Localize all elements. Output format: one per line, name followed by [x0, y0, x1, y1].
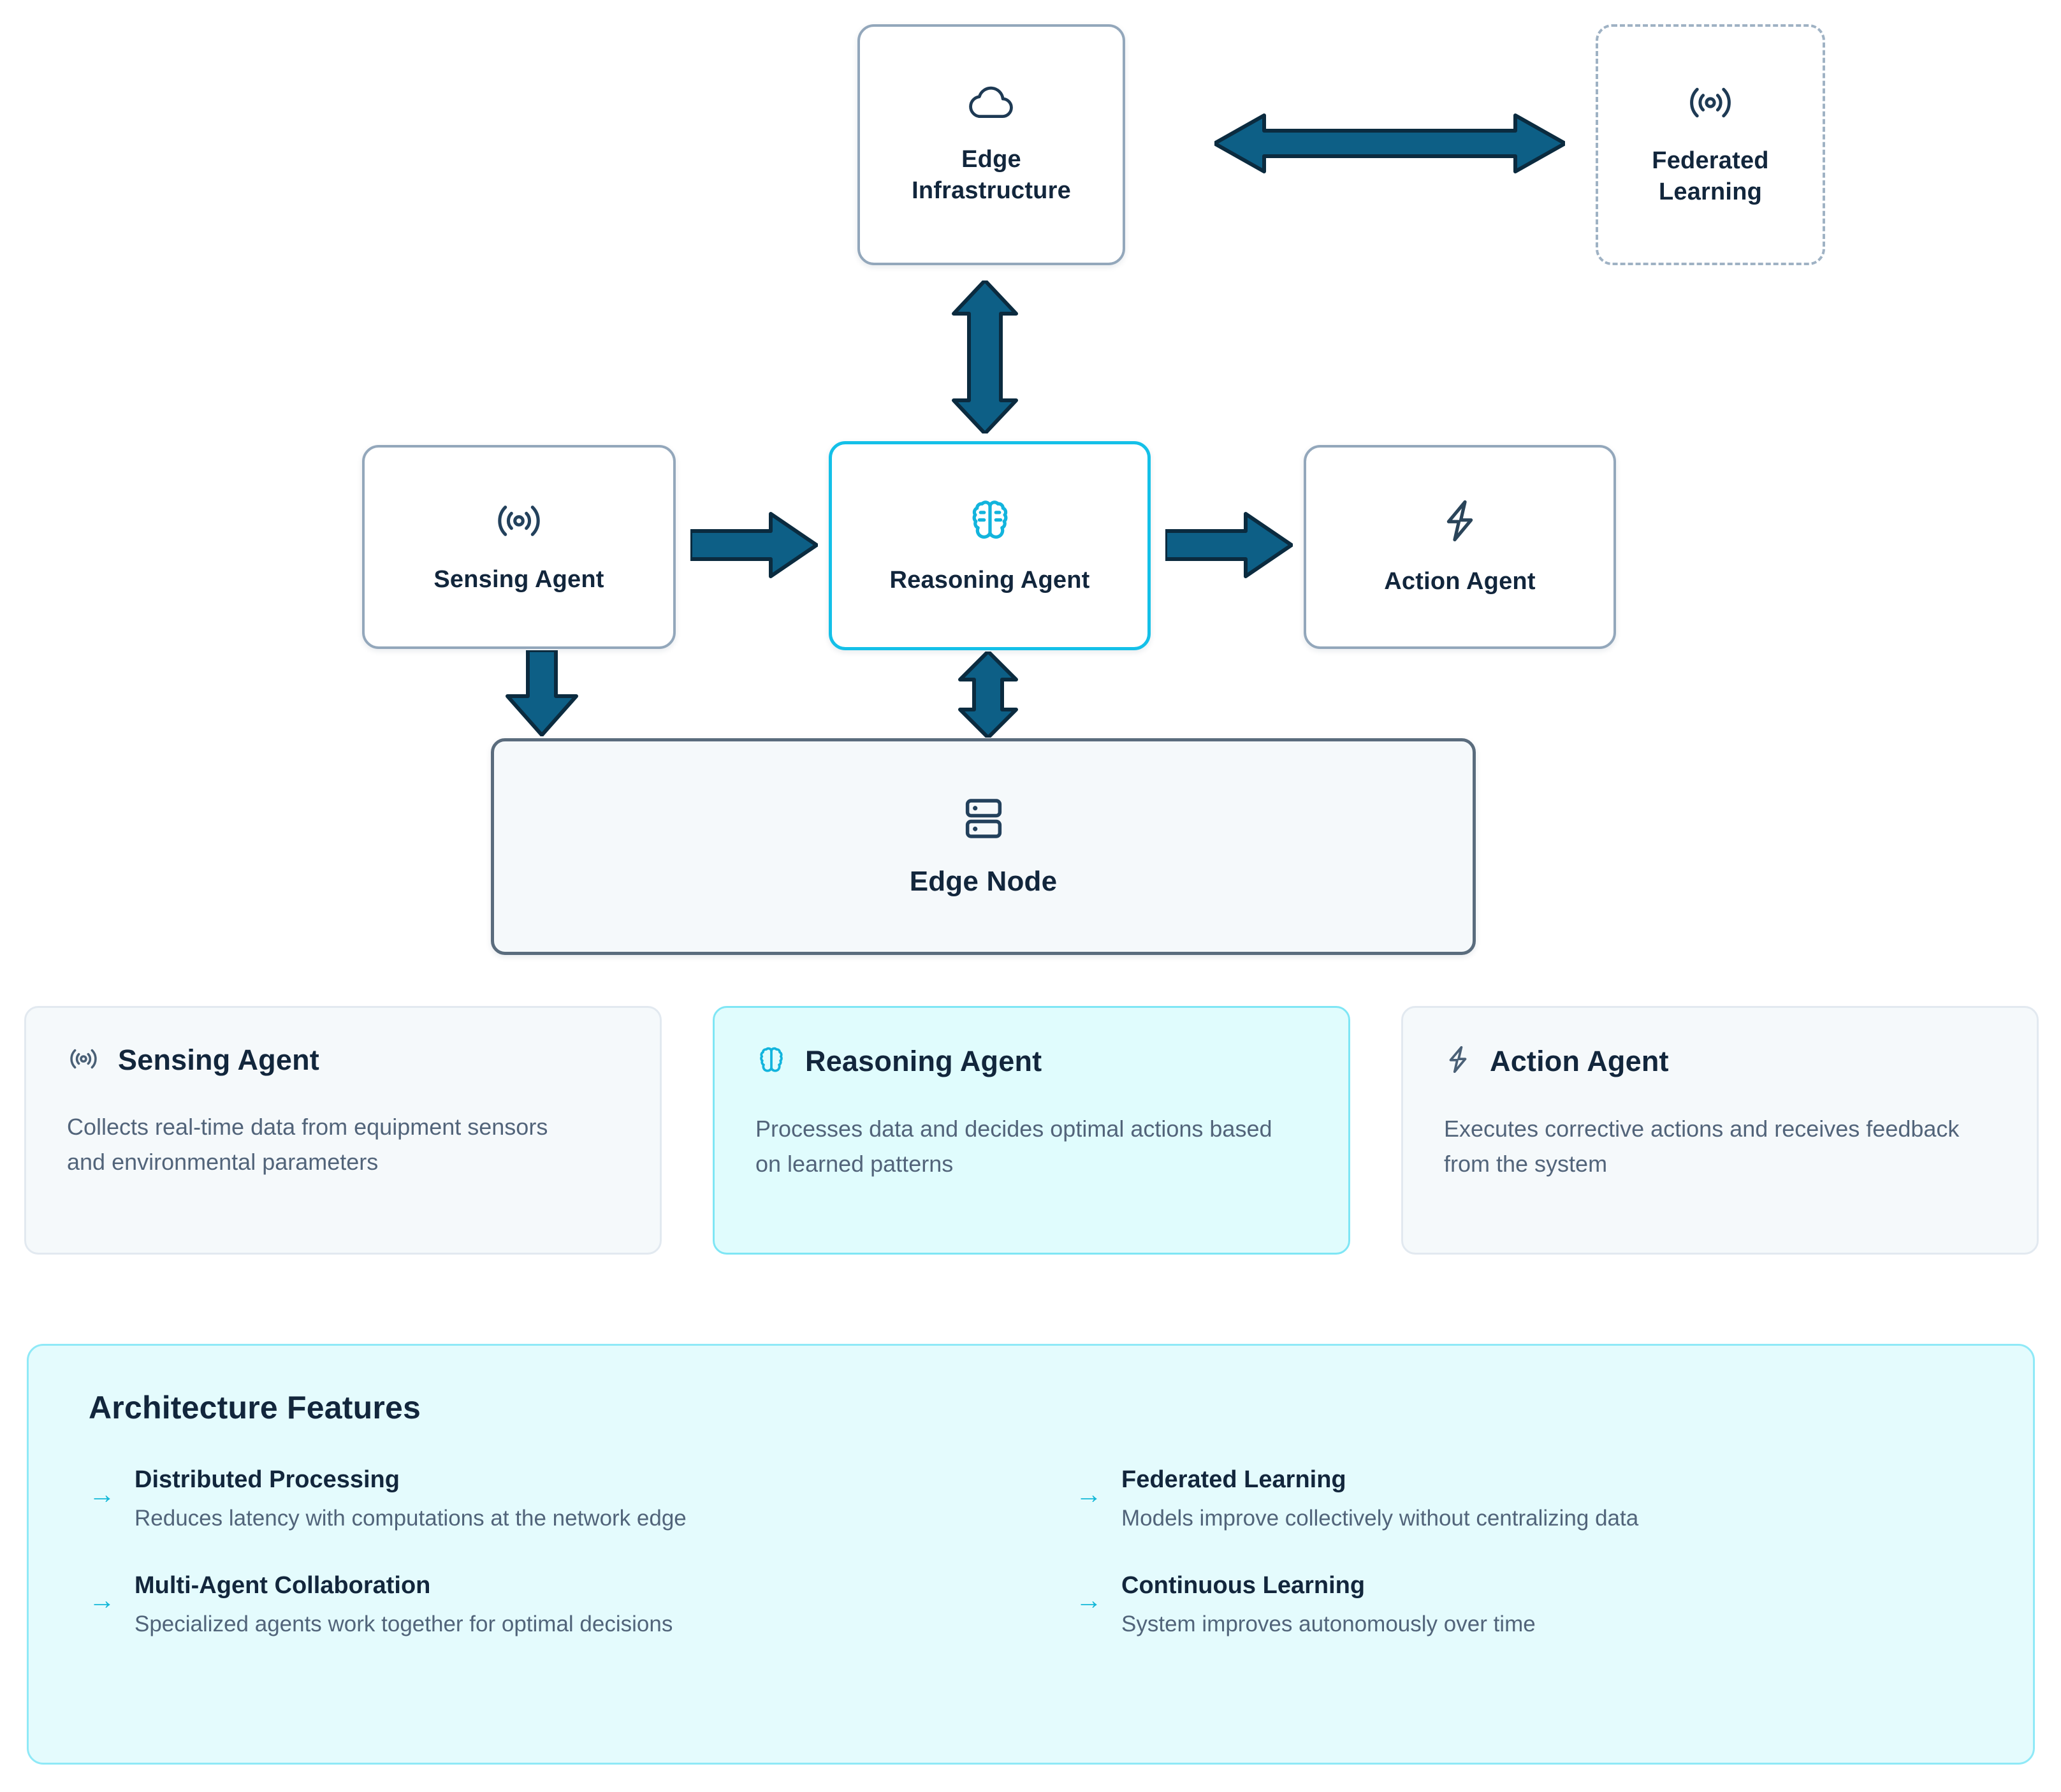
- features-title: Architecture Features: [89, 1390, 421, 1425]
- lightning-icon: [1444, 1044, 1472, 1079]
- agent-card-reasoning[interactable]: Reasoning Agent Processes data and decid…: [713, 1006, 1350, 1255]
- node-reasoning-agent[interactable]: Reasoning Agent: [829, 441, 1151, 650]
- node-label: Edge Infrastructure: [912, 146, 1071, 204]
- arrow-sensing-agent-to-edge-node: [504, 648, 580, 737]
- node-federated-learning[interactable]: Federated Learning: [1596, 24, 1825, 265]
- arrow-reasoning-agent-to-edge-node: [956, 650, 1020, 739]
- feature-item[interactable]: → Distributed Processing Reduces latency…: [89, 1464, 986, 1534]
- node-sensing-agent[interactable]: Sensing Agent: [362, 445, 676, 649]
- arrow-right-icon: →: [1075, 1584, 1102, 1615]
- card-description: Processes data and decides optimal actio…: [755, 1116, 1272, 1177]
- arrow-right-icon: →: [89, 1584, 115, 1615]
- broadcast-icon: [1686, 82, 1735, 124]
- node-action-agent[interactable]: Action Agent: [1304, 445, 1616, 649]
- feature-name: Distributed Processing: [135, 1466, 400, 1493]
- card-header: Sensing Agent: [67, 1044, 619, 1077]
- card-header: Reasoning Agent: [755, 1044, 1307, 1079]
- feature-description: Specialized agents work together for opt…: [135, 1612, 673, 1637]
- node-label: Edge Node: [909, 865, 1058, 897]
- lightning-icon: [1438, 497, 1482, 544]
- feature-item[interactable]: → Federated Learning Models improve coll…: [1075, 1464, 1973, 1534]
- node-edge-infrastructure[interactable]: Edge Infrastructure: [857, 24, 1125, 265]
- broadcast-icon: [494, 499, 544, 543]
- arrow-right-icon: →: [1075, 1479, 1102, 1509]
- feature-description: System improves autonomously over time: [1121, 1612, 1536, 1637]
- features-grid: → Distributed Processing Reduces latency…: [89, 1464, 1973, 1640]
- card-header: Action Agent: [1444, 1044, 1996, 1079]
- card-title: Action Agent: [1490, 1044, 1669, 1077]
- cloud-icon: [966, 83, 1016, 122]
- feature-item[interactable]: → Multi-Agent Collaboration Specialized …: [89, 1570, 986, 1640]
- node-label: Action Agent: [1384, 567, 1536, 595]
- feature-description: Reduces latency with computations at the…: [135, 1506, 687, 1531]
- architecture-features-panel: Architecture Features → Distributed Proc…: [27, 1344, 2035, 1765]
- arrow-sensing-agent-to-reasoning-agent: [688, 510, 819, 580]
- arrow-edge-infrastructure-to-reasoning-agent: [950, 279, 1020, 435]
- arrow-reasoning-agent-to-action-agent: [1163, 510, 1293, 580]
- card-title: Reasoning Agent: [805, 1044, 1042, 1077]
- node-edge-node[interactable]: Edge Node: [491, 738, 1476, 955]
- brain-icon: [966, 496, 1014, 543]
- server-icon: [961, 794, 1007, 843]
- card-description: Collects real-time data from equipment s…: [67, 1114, 548, 1175]
- arrow-edge-infrastructure-to-federated-learning: [1213, 112, 1567, 175]
- feature-name: Continuous Learning: [1121, 1571, 1366, 1599]
- card-description: Executes corrective actions and receives…: [1444, 1116, 1960, 1177]
- node-label: Reasoning Agent: [889, 566, 1090, 594]
- agent-card-action[interactable]: Action Agent Executes corrective actions…: [1401, 1006, 2039, 1255]
- feature-item[interactable]: → Continuous Learning System improves au…: [1075, 1570, 1973, 1640]
- feature-description: Models improve collectively without cent…: [1121, 1506, 1639, 1531]
- broadcast-icon: [67, 1044, 100, 1077]
- feature-name: Federated Learning: [1121, 1466, 1346, 1493]
- node-label: Federated Learning: [1652, 147, 1769, 205]
- node-label: Sensing Agent: [433, 565, 604, 593]
- agent-cards-row: Sensing Agent Collects real-time data fr…: [24, 1006, 2039, 1255]
- card-title: Sensing Agent: [118, 1044, 319, 1076]
- arrow-right-icon: →: [89, 1479, 115, 1509]
- brain-icon: [755, 1044, 787, 1079]
- agent-card-sensing[interactable]: Sensing Agent Collects real-time data fr…: [24, 1006, 662, 1255]
- feature-name: Multi-Agent Collaboration: [135, 1571, 431, 1599]
